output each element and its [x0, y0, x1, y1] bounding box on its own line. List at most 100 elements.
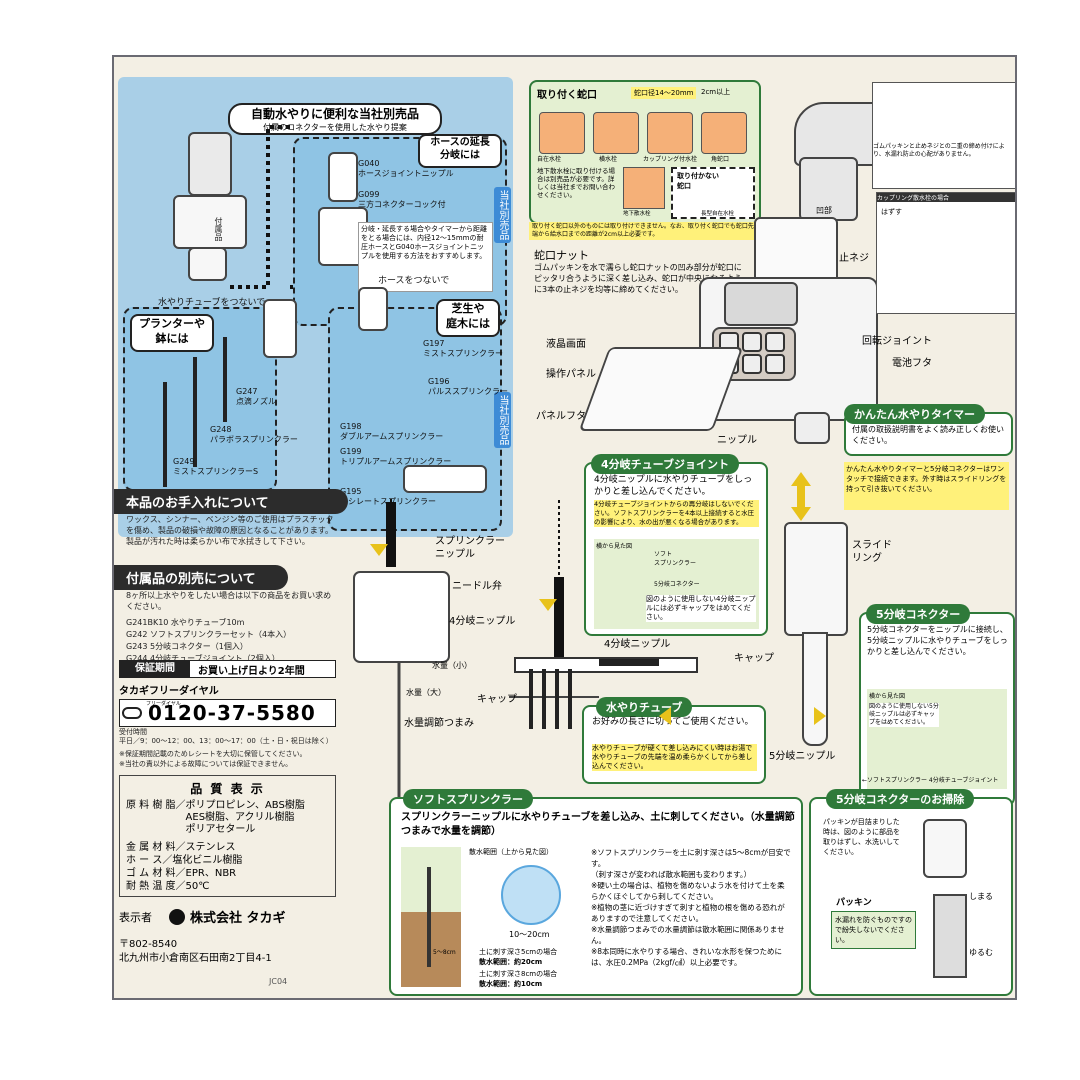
nipple-small-illustration [188, 247, 227, 281]
four-way-side-view: 横から見た図 ソフト スプリンクラー 5分岐コネクター 図のように使用しない4分… [594, 539, 759, 629]
soft-note-2: （刺す深さが変われば散水範囲も変わります。） [591, 870, 752, 879]
g249-label: G249 ミストスプリンクラーS [173, 457, 259, 476]
quality-box: 品 質 表 示 原 料 樹 脂／ポリプロピレン、ABS樹脂 AES樹脂、アクリル… [119, 775, 336, 897]
product-box: 自動水やりに便利な当社別売品 付属のコネクターを使用した水やり提案 付属品 ホー… [112, 55, 1017, 1000]
key-6[interactable] [765, 354, 785, 374]
g247-nipple-illustration [263, 299, 297, 358]
key-3[interactable] [765, 332, 785, 352]
accessory-panel-title: 自動水やりに便利な当社別売品 付属のコネクターを使用した水やり提案 [228, 103, 442, 135]
five-way-box: 5分岐コネクター 5分岐コネクターをニップルに接続し、5分岐ニップルに水やりチュ… [859, 604, 1015, 806]
lcd-illustration [724, 282, 798, 326]
tube-box: 水やりチューブ お好みの長さに切ってご使用ください。 水やりチューブが硬くて差し… [582, 697, 766, 784]
quality-row-3: ホ ー ス／塩化ビニル樹脂 [126, 855, 243, 866]
packing-label: パッキン [836, 898, 872, 908]
soft-notes: ※ソフトスプリンクラーを土に刺す深さは5～8cmが目安です。 （刺す深さが変われ… [591, 847, 791, 968]
flow-knob-label: 水量調節つまみ [404, 718, 474, 729]
faucet-type-4-label: 角蛇口 [711, 156, 730, 163]
double-arrow-down-icon [791, 507, 811, 521]
phone-number[interactable]: 0120-37-5580 [148, 701, 316, 725]
four-way-header: 4分岐チューブジョイント [591, 454, 739, 474]
soft-depth-label: 5～8cm [433, 949, 456, 956]
gasket-note: ゴムパッキンと止めネジとの二重の締め付けにより、水漏れ防止の心配がありません。 [873, 143, 1005, 158]
four-way-tube-2 [542, 669, 546, 729]
planter-title: プランターや 鉢には [130, 314, 214, 352]
faucet-type-1-icon [539, 112, 585, 154]
faucet-types-panel: 取り付く蛇口 蛇口径14～20mm 2cm以上 自在水栓 横水栓 カップリング付… [529, 80, 761, 224]
needle-valve-label: ニードル弁 [452, 581, 502, 592]
shimaru-label: しまる [969, 892, 993, 901]
five-way-stem-illustration [802, 632, 828, 746]
yellow-arrow-2-icon [539, 599, 557, 611]
four-way-note: 4分岐チューブジョイントからの再分岐はしないでください。ソフトスプリンクラーを4… [594, 500, 759, 527]
yellow-arrow-3-icon [659, 707, 671, 725]
yurumu-label: ゆるむ [969, 948, 993, 957]
maker-label: 表示者 [119, 911, 152, 924]
not-type-1: 地下散水栓 [623, 211, 651, 217]
four-way-nipple-label: 4分岐ニップル [449, 616, 516, 627]
nipple-label: ニップル [717, 435, 757, 446]
quality-value-4: EPR、NBR [185, 868, 237, 879]
panel-label: 操作パネル [546, 369, 596, 380]
battery-label: 電池フタ [892, 358, 932, 369]
four-way-side-label: 横から見た図 [596, 543, 633, 550]
warranty-label: 保証期間 [120, 661, 190, 677]
spike-c [163, 382, 167, 487]
lawn-area [328, 307, 502, 531]
packing-note: 水漏れを防ぐものですので紛失しないでください。 [831, 911, 916, 949]
sprinkler-assembly-diagram [353, 497, 599, 797]
soft-note-5: ※水量調節つまみでの水量調節は散水範囲に関係ありません。 [591, 925, 785, 945]
gasket-detail-box: ゴムパッキンと止めネジとの二重の締め付けにより、水漏れ防止の心配がありません。 [872, 82, 1015, 189]
soft-ground-diagram: 5～8cm [401, 847, 461, 987]
tube-body: お好みの長さに切ってご使用ください。 [592, 717, 754, 727]
freedial-label: タカギフリーダイヤル [119, 686, 219, 697]
g248-label: G248 パラボラスプリンクラー [210, 425, 298, 444]
accessory-panel: 自動水やりに便利な当社別売品 付属のコネクターを使用した水やり提案 付属品 ホー… [118, 77, 513, 537]
warranty-value: お買い上げ日より2年間 [198, 666, 305, 677]
quality-value-3: 塩化ビニル樹脂 [172, 855, 243, 866]
accessories-header: 付属品の別売について [114, 565, 288, 590]
sprinkler-nipple-label: スプリンクラー ニップル [435, 536, 505, 560]
five-way-side-label: 横から見た図 [869, 693, 906, 700]
spike-b [223, 337, 227, 422]
quality-row-4: ゴ ム 材 料／EPR、NBR [126, 868, 237, 879]
soft-d5-range: 散水範囲：約20cm [479, 958, 543, 966]
cap-label: キャップ [477, 694, 517, 705]
lcd-label: 液晶画面 [546, 339, 586, 350]
double-arrow-up-icon [791, 472, 811, 486]
accessory-title-text: 自動水やりに便利な当社別売品 [250, 107, 419, 121]
soft-spike-illustration [427, 867, 431, 967]
warranty-note-2: ※当社の責以外による故障については保証できません。 [119, 760, 293, 768]
easy-timer-note: かんたん水やりタイマーと5分岐コネクターはワンタッチで接続できます。外す時はスラ… [844, 462, 1009, 510]
four-way-five-label: 5分岐コネクター [654, 581, 700, 588]
tube-note: 水やりチューブが硬くて差し込みにくい時はお湯で水やりチューブの先端を温め柔らかく… [592, 744, 757, 771]
side-tag-1: 当社別売品 [494, 187, 511, 243]
faucet-types-title: 取り付く蛇口 [537, 90, 597, 101]
yellow-arrow-4-icon [814, 707, 826, 725]
timer-small-illustration [173, 195, 247, 249]
soft-sprinkler-box: ソフトスプリンクラー スプリンクラーニップルに水やりチューブを差し込み、土に刺し… [389, 789, 803, 996]
freedial-tag: フリーダイヤル [146, 701, 181, 707]
double-arrow-stem [797, 485, 805, 507]
hose-extension-title: ホースの延長 分岐には [418, 134, 502, 168]
soft-spray-label: 散水範囲（上から見た図） [469, 848, 553, 856]
faucet-note: 地下散水栓に取り付ける場合は別売品が必要です。詳しくは当社までお問い合わせくださ… [537, 167, 615, 199]
quality-row-2: 金 属 材 料／ステンレス [126, 842, 236, 853]
four-way-cap-note: 図のように使用しない4分岐ニップルには必ずキャップをはめてください。 [646, 595, 756, 622]
flow-large-label: 水量（大） [406, 688, 446, 697]
four-way-soft-label: ソフト スプリンクラー [654, 551, 697, 567]
g198-label: G198 ダブルアームスプリンクラー [340, 422, 444, 441]
hose-extension-note: 分岐・延長する場合やタイマーから距離をとる場合には、内径12～15mmの耐圧ホー… [358, 222, 493, 292]
cleaning-stem-illustration [933, 894, 967, 978]
key-5[interactable] [742, 354, 762, 374]
coupling-title: カップリング散水栓の場合 [877, 193, 1015, 202]
cap-label-2: キャップ [734, 653, 774, 664]
hours-value: 平日／9：00～12：00、13：00～17：00（土・日・祝日は除く） [119, 737, 333, 745]
four-way-tube-3 [555, 669, 559, 729]
phone-box: フリーダイヤル 0120-37-5580 [119, 699, 336, 727]
key-2[interactable] [742, 332, 762, 352]
quality-key-4: ゴ ム 材 料 [126, 868, 176, 879]
easy-timer-header: かんたん水やりタイマー [844, 404, 985, 424]
soft-d8-range: 散水範囲：約10cm [479, 980, 543, 988]
maker-address: 北九州市小倉南区石田南2丁目4-1 [119, 953, 272, 964]
tube-header: 水やりチューブ [596, 697, 693, 717]
